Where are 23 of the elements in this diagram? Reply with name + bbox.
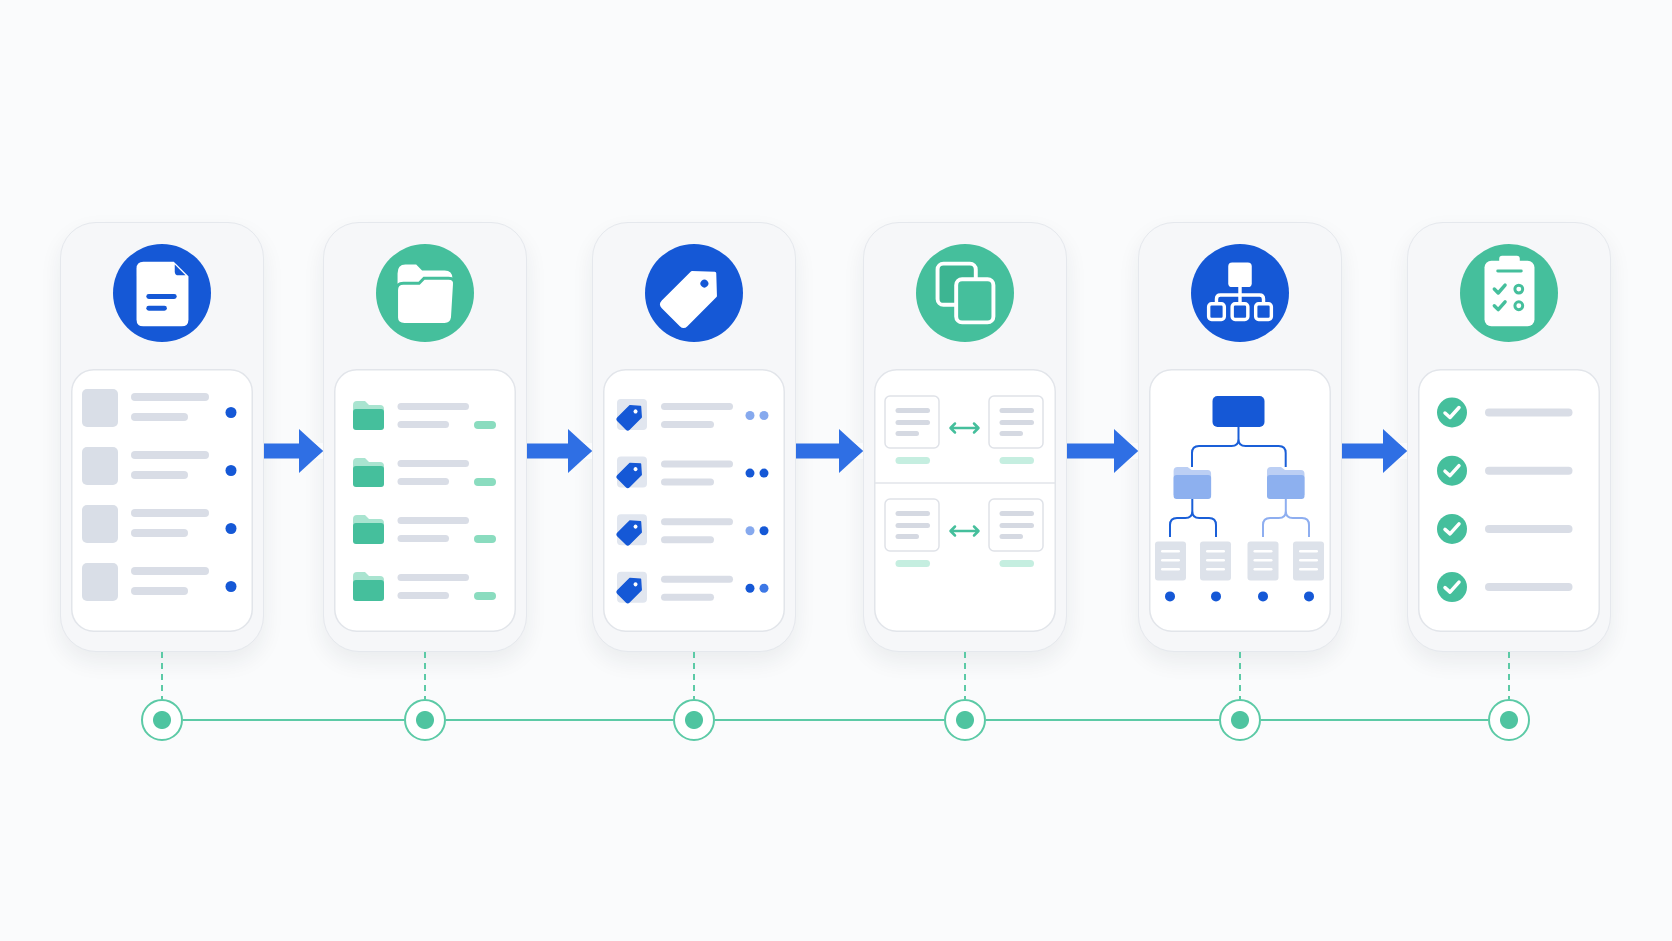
dashed-line — [1508, 651, 1510, 700]
timeline-line — [714, 719, 945, 721]
step-card — [592, 222, 796, 652]
timeline-marker — [1488, 699, 1530, 741]
timeline-line — [445, 719, 674, 721]
step-card — [323, 222, 527, 652]
dashed-line — [424, 651, 426, 700]
timeline-marker — [673, 699, 715, 741]
dashed-line — [693, 651, 695, 700]
timeline-line — [1260, 719, 1489, 721]
step-card — [1138, 222, 1342, 652]
step-card — [863, 222, 1067, 652]
timeline-marker — [944, 699, 986, 741]
dashed-line — [1239, 651, 1241, 700]
dashed-line — [964, 651, 966, 700]
timeline-line — [182, 719, 405, 721]
timeline-line — [985, 719, 1220, 721]
timeline-marker — [1219, 699, 1261, 741]
step-card — [60, 222, 264, 652]
timeline-marker — [141, 699, 183, 741]
dashed-line — [161, 651, 163, 700]
step-card — [1407, 222, 1611, 652]
timeline-marker — [404, 699, 446, 741]
